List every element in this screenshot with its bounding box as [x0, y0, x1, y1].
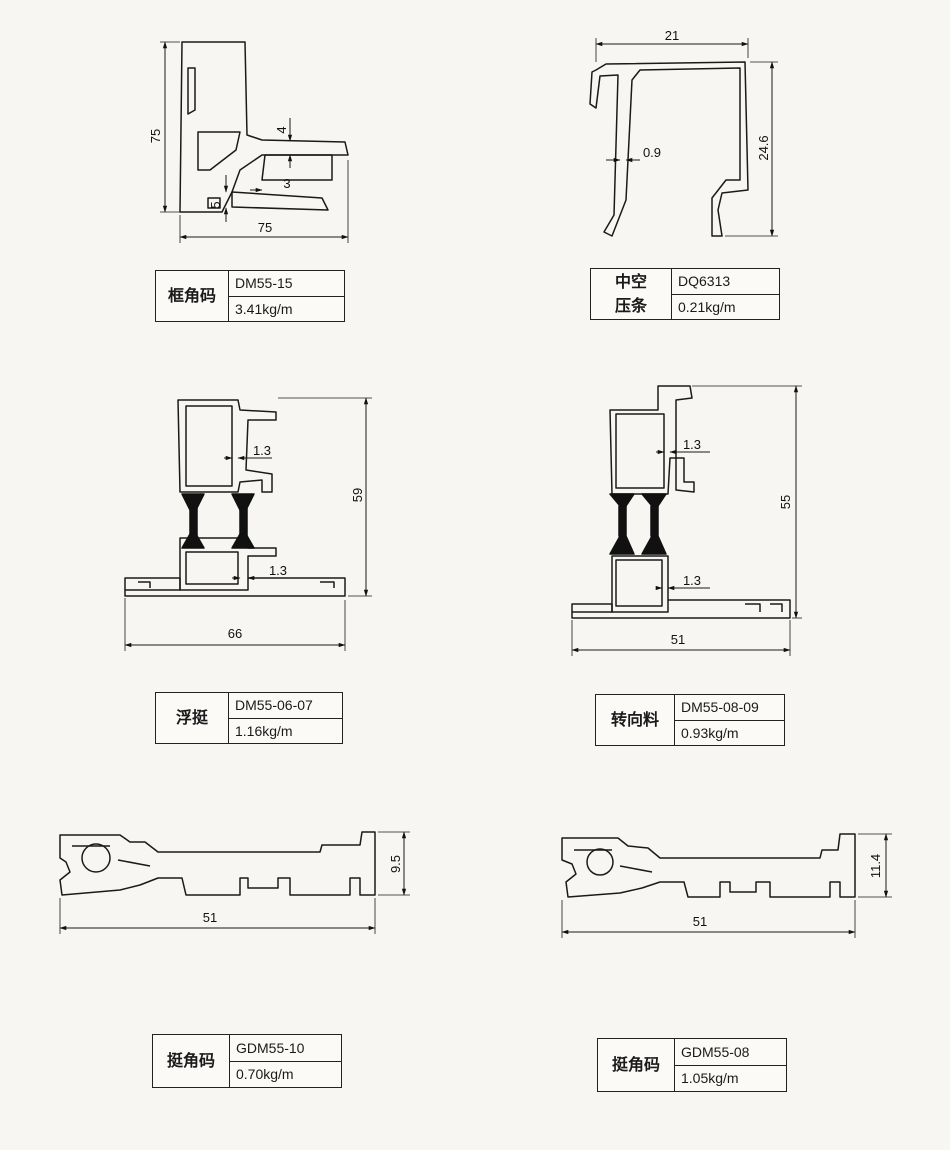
dim-label: 75 — [258, 220, 272, 235]
dim-label: 1.3 — [683, 437, 701, 452]
dim-label: 1.3 — [253, 443, 271, 458]
profile-name: 浮挺 — [156, 693, 229, 743]
profile-dm55-06-07-drawing — [124, 397, 372, 651]
spec-table-dm55-06-07: 浮挺 DM55-06-07 1.16kg/m — [155, 692, 343, 744]
profile-dm55-08-09-drawing — [571, 385, 802, 656]
profile-code: GDM55-08 — [675, 1039, 786, 1066]
dim-label: 66 — [228, 626, 242, 641]
dim-label: 1.3 — [683, 573, 701, 588]
spec-table-gdm55-10: 挺角码 GDM55-10 0.70kg/m — [152, 1034, 342, 1088]
profile-code: DM55-06-07 — [229, 693, 342, 719]
profile-name-line: 中空 — [614, 272, 647, 291]
profile-weight: 3.41kg/m — [235, 300, 293, 317]
spec-table-dm55-15: 框角码 DM55-15 3.41kg/m — [155, 270, 345, 322]
profile-code: DM55-08-09 — [675, 695, 784, 721]
profile-name: 转向料 — [596, 695, 675, 745]
spec-table-dm55-08-09: 转向料 DM55-08-09 0.93kg/m — [595, 694, 785, 746]
profile-name: 挺角码 — [153, 1035, 230, 1087]
dim-label: 24.6 — [756, 135, 771, 160]
profile-weight: 0.93kg/m — [681, 724, 739, 741]
spec-table-gdm55-08: 挺角码 GDM55-08 1.05kg/m — [597, 1038, 787, 1092]
dim-label: 5 — [208, 201, 223, 208]
dim-label: 51 — [203, 910, 217, 925]
profile-weight: 1.16kg/m — [235, 722, 293, 739]
dim-label: 21 — [665, 28, 679, 43]
spec-table-dq6313: 中空 压条 DQ6313 0.21kg/m — [590, 268, 780, 320]
profile-gdm55-08-drawing — [561, 833, 892, 938]
dim-label: 75 — [148, 129, 163, 143]
profile-name: 挺角码 — [598, 1039, 675, 1091]
dim-label: 1.3 — [269, 563, 287, 578]
profile-code: GDM55-10 — [230, 1035, 341, 1062]
dim-label: 51 — [693, 914, 707, 929]
dim-label: 51 — [671, 632, 685, 647]
profile-dq6313-drawing — [589, 38, 778, 237]
profile-weight: 0.70kg/m — [236, 1066, 294, 1083]
dim-label: 59 — [350, 488, 365, 502]
dim-label: 3 — [283, 176, 290, 191]
profile-gdm55-10-drawing — [59, 831, 410, 934]
profile-name-line: 压条 — [614, 296, 647, 315]
dim-label: 4 — [274, 126, 289, 133]
dim-label: 0.9 — [643, 145, 661, 160]
profile-dm55-15-drawing — [160, 41, 349, 243]
dim-label: 9.5 — [388, 855, 403, 873]
dim-label: 11.4 — [868, 854, 883, 878]
profile-code: DM55-15 — [229, 271, 344, 297]
profile-weight: 1.05kg/m — [681, 1070, 739, 1087]
profile-weight: 0.21kg/m — [678, 298, 736, 315]
profile-code: DQ6313 — [672, 269, 779, 295]
dim-label: 55 — [778, 495, 793, 509]
profile-name: 框角码 — [156, 271, 229, 321]
